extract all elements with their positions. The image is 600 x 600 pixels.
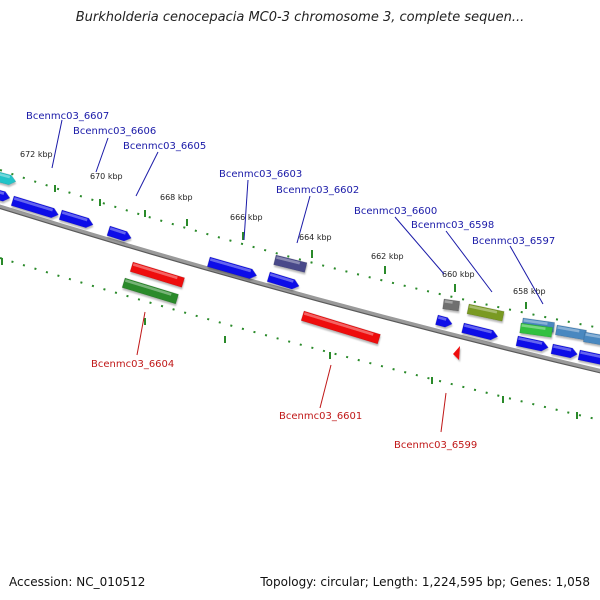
gene-feature[interactable]	[0, 169, 17, 186]
chromosome-backbone	[0, 204, 600, 373]
scale-label: 660 kbp	[442, 270, 475, 279]
outer-scale-track	[0, 169, 600, 329]
gene-feature[interactable]	[106, 225, 133, 243]
gene-label[interactable]: Bcenmc03_6605	[123, 141, 206, 152]
gene-feature[interactable]	[206, 256, 258, 280]
scale-labels: 672 kbp 670 kbp 668 kbp 666 kbp 664 kbp 662 k…	[20, 150, 546, 296]
gene-label[interactable]: Bcenmc03_6600	[354, 206, 437, 217]
scale-label: 668 kbp	[160, 193, 193, 202]
gene-feature[interactable]	[442, 298, 461, 312]
gene-label[interactable]: Bcenmc03_6606	[73, 126, 156, 137]
outer-major-ticks	[54, 185, 527, 309]
callout-line	[135, 151, 159, 197]
gene-label[interactable]: Bcenmc03_6599	[394, 440, 477, 451]
callout-line	[296, 195, 311, 244]
gene-label[interactable]: Bcenmc03_6602	[276, 185, 359, 196]
gene-label[interactable]: Bcenmc03_6597	[472, 236, 555, 247]
gene-feature[interactable]	[577, 349, 600, 366]
accession-text: Accession: NC_010512	[9, 575, 146, 589]
gene-label[interactable]: Bcenmc03_6601	[279, 411, 362, 422]
scale-label: 666 kbp	[230, 213, 263, 222]
scale-label: 664 kbp	[299, 233, 332, 242]
gene-feature[interactable]	[554, 324, 587, 341]
gene-feature[interactable]	[58, 209, 94, 230]
gene-feature[interactable]	[0, 186, 11, 203]
gene-feature[interactable]	[435, 314, 453, 329]
scale-label: 662 kbp	[371, 252, 404, 261]
gene-labels: Bcenmc03_6607Bcenmc03_6606Bcenmc03_6605B…	[26, 111, 555, 451]
inner-major-ticks	[1, 258, 578, 419]
gene-feature[interactable]	[10, 195, 60, 220]
genome-summary-text: Topology: circular; Length: 1,224,595 bp…	[260, 575, 590, 589]
inner-scale-track	[0, 257, 600, 421]
gene-feature[interactable]	[453, 346, 460, 360]
gene-feature[interactable]	[461, 322, 499, 341]
gene-feature[interactable]	[582, 331, 600, 348]
gene-feature[interactable]	[300, 310, 381, 345]
scale-label: 672 kbp	[20, 150, 53, 159]
scale-label: 670 kbp	[90, 172, 123, 181]
gene-feature[interactable]	[129, 261, 185, 288]
gene-feature[interactable]	[121, 277, 179, 305]
gene-feature[interactable]	[266, 271, 301, 291]
gene-label[interactable]: Bcenmc03_6603	[219, 169, 302, 180]
gene-label[interactable]: Bcenmc03_6604	[91, 359, 174, 370]
callout-line	[394, 216, 445, 275]
gene-feature[interactable]	[515, 335, 549, 352]
callout-line	[509, 245, 544, 305]
gene-feature[interactable]	[466, 303, 505, 322]
callout-line	[95, 137, 109, 173]
gene-feature[interactable]	[550, 343, 579, 359]
gene-label[interactable]: Bcenmc03_6607	[26, 111, 109, 122]
gene-callouts	[51, 119, 544, 433]
callout-line	[51, 119, 63, 169]
callout-line	[243, 179, 249, 241]
callout-line	[445, 230, 493, 293]
gene-feature[interactable]	[273, 254, 308, 273]
callout-line	[136, 311, 146, 356]
page-title: Burkholderia cenocepacia MC0-3 chromosom…	[75, 10, 525, 25]
callout-line	[319, 364, 332, 409]
gene-features	[0, 169, 600, 366]
gene-feature[interactable]	[519, 322, 553, 338]
gene-label[interactable]: Bcenmc03_6598	[411, 220, 494, 231]
backbone-edge	[0, 207, 600, 374]
callout-line	[440, 392, 447, 433]
scale-label: 658 kbp	[513, 287, 546, 296]
